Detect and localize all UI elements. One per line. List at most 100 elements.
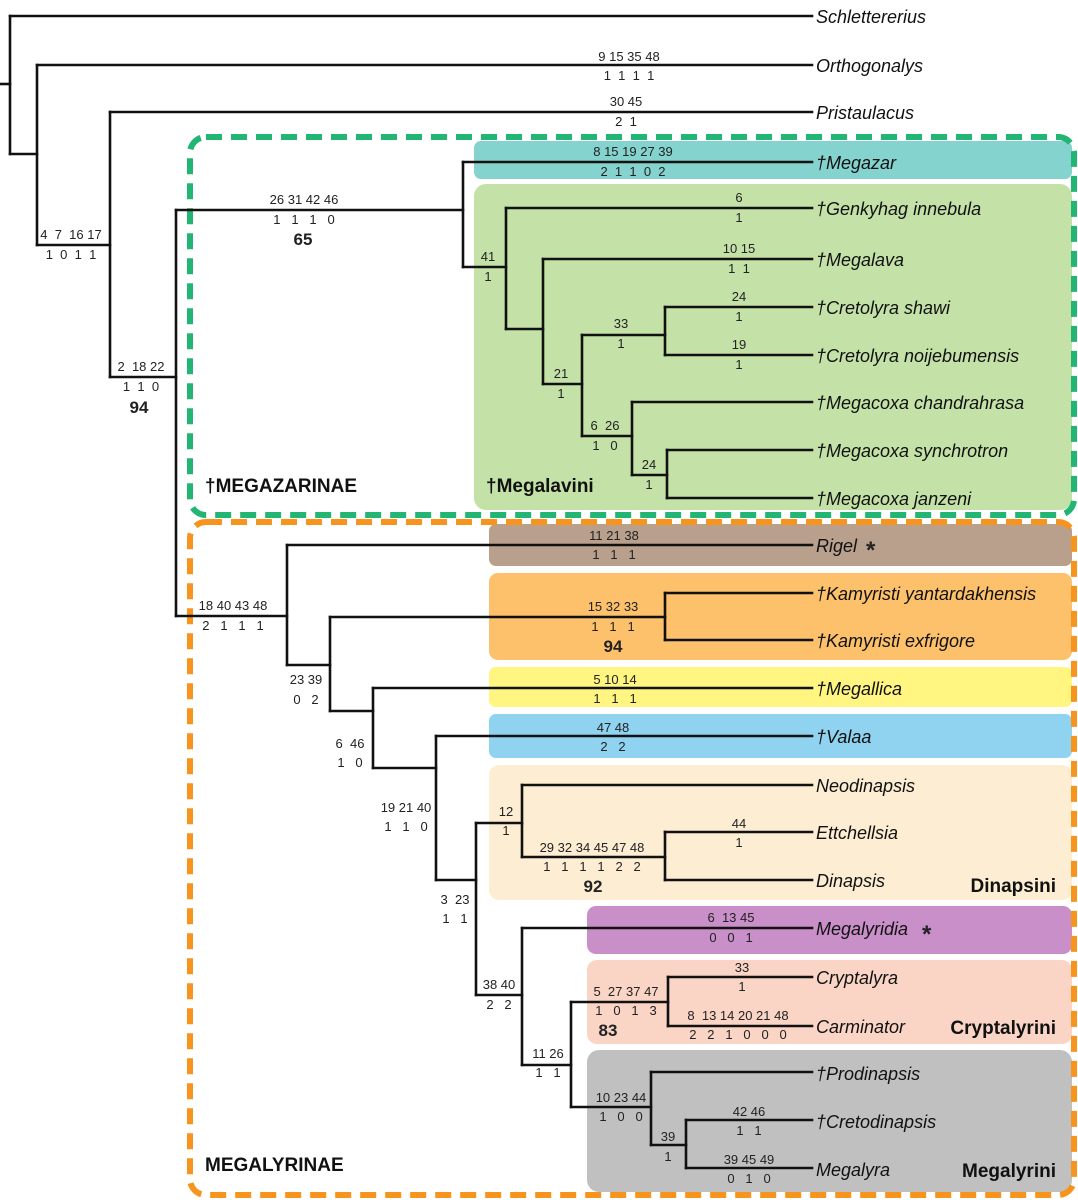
carminator-chars-top: 8 13 14 20 21 48	[687, 1008, 788, 1023]
megalyrinae-box	[187, 519, 1077, 1198]
genkyhag-chars-bottom: 1	[735, 210, 742, 225]
megalyrini-highlight	[587, 1050, 1072, 1192]
node-39-chars-top: 39	[661, 1129, 675, 1144]
megalyrini-chars-top: 10 23 44	[596, 1090, 647, 1105]
taxon-genkyhag-innebula: †Genkyhag innebula	[816, 199, 981, 219]
taxon-cretolyra-shawi: †Cretolyra shawi	[816, 298, 951, 318]
node-3-23-chars-bottom: 1 1	[442, 911, 467, 926]
cryptalyrini-chars-bottom: 1 0 1 3	[595, 1003, 656, 1018]
megalyrini-label: Megalyrini	[962, 1161, 1056, 1182]
megazar-highlight	[474, 141, 1072, 179]
genkyhag-chars-top: 6	[735, 190, 742, 205]
taxon-valaa: †Valaa	[816, 727, 871, 747]
rigel-marker: *	[866, 537, 876, 564]
megalyrinae-label: MEGALYRINAE	[205, 1155, 344, 1176]
carminator-chars-bottom: 2 2 1 0 0 0	[689, 1027, 787, 1042]
kamyristi-chars-top: 15 32 33	[588, 599, 639, 614]
orthogonalys-chars-bottom: 1 1 1 1	[604, 68, 655, 83]
megalava-chars-top: 10 15	[723, 241, 756, 256]
dinapsini-chars-bottom: 1	[502, 823, 509, 838]
node-33-chars-bottom: 1	[617, 336, 624, 351]
node-39-chars-bottom: 1	[664, 1149, 671, 1164]
taxon-megazar: †Megazar	[816, 153, 897, 173]
megalyridia-chars-top: 6 13 45	[708, 910, 755, 925]
cretolyra-noij-chars-bottom: 1	[735, 357, 742, 372]
rigel-chars-bottom: 1 1 1	[592, 547, 635, 562]
taxon-ettchellsia: Ettchellsia	[816, 823, 898, 843]
node-24-chars-bottom: 1	[645, 477, 652, 492]
taxon-kamyristi-yantardakhensis: †Kamyristi yantardakhensis	[816, 584, 1036, 604]
node-19-21-40-chars-bottom: 1 1 0	[384, 819, 427, 834]
node-3-23-chars-top: 3 23	[441, 892, 470, 907]
taxon-neodinapsis: Neodinapsis	[816, 776, 915, 796]
megalava-chars-bottom: 1 1	[728, 261, 750, 276]
cryptalyra-chars-top: 33	[735, 960, 749, 975]
node-21-chars-top: 21	[554, 366, 568, 381]
support-clade-b: 94	[130, 398, 149, 417]
megazar-chars-top: 8 15 19 27 39	[593, 144, 673, 159]
megalyra-chars-top: 39 45 49	[724, 1152, 775, 1167]
taxon-pristaulacus: Pristaulacus	[816, 103, 914, 123]
taxon-cryptalyra: Cryptalyra	[816, 968, 898, 988]
megalavini-label: †Megalavini	[486, 476, 594, 497]
node-6-46-chars-bottom: 1 0	[337, 755, 362, 770]
cryptalyrini-chars-top: 5 27 37 47	[593, 984, 658, 999]
megalavini-highlight	[474, 184, 1072, 510]
megalyridia-chars-bottom: 0 0 1	[709, 930, 752, 945]
taxon-dinapsis: Dinapsis	[816, 871, 885, 891]
megalyrini-chars-bottom: 1 0 0	[599, 1109, 642, 1124]
clade-b-chars-top: 2 18 22	[118, 359, 165, 374]
megalyridia-marker: *	[922, 921, 932, 948]
taxon-schlettererius: Schlettererius	[816, 7, 926, 27]
clade-b-chars-bottom: 1 1 0	[123, 379, 159, 394]
node-6-26-chars-top: 6 26	[591, 418, 620, 433]
ettchellsia-chars-top: 44	[732, 816, 746, 831]
taxon-megacoxa-synchrotron: †Megacoxa synchrotron	[816, 441, 1008, 461]
megalyrinae-chars-top: 18 40 43 48	[199, 598, 268, 613]
pristaulacus-chars-top: 30 45	[610, 94, 643, 109]
cryptalyra-chars-bottom: 1	[738, 979, 745, 994]
valaa-chars-bottom: 2 2	[600, 739, 625, 754]
megalyrinae-chars-bottom: 2 1 1 1	[202, 618, 263, 633]
taxon-cretodinapsis: †Cretodinapsis	[816, 1112, 936, 1132]
node-11-26-chars-bottom: 1 1	[535, 1065, 560, 1080]
support-cryptalyrini: 83	[599, 1021, 618, 1040]
pristaulacus-chars-bottom: 2 1	[615, 114, 637, 129]
valaa-chars-top: 47 48	[597, 720, 630, 735]
taxon-megallica: †Megallica	[816, 679, 902, 699]
node-29-chars-bottom: 1 1 1 1 2 2	[543, 859, 641, 874]
megazarinae-chars-top: 26 31 42 46	[270, 192, 339, 207]
support-megazarinae: 65	[294, 230, 313, 249]
megalavini-chars-top: 41	[481, 249, 495, 264]
cryptalyrini-label: Cryptalyrini	[950, 1018, 1056, 1039]
node-11-26-chars-top: 11 26	[532, 1046, 564, 1061]
taxon-carminator: Carminator	[816, 1017, 906, 1037]
kamyristi-highlight	[489, 573, 1072, 660]
node-21-chars-bottom: 1	[557, 386, 564, 401]
taxon-rigel: Rigel	[816, 536, 858, 556]
taxon-megalyridia: Megalyridia	[816, 919, 908, 939]
megalavini-chars-bottom: 1	[484, 269, 491, 284]
taxon-megacoxa-chandrahrasa: †Megacoxa chandrahrasa	[816, 393, 1024, 413]
character-labels: 9 15 35 48 1 1 1 1 30 45 2 1 4 7 16 17 1…	[40, 49, 788, 1186]
cryptalyrini-highlight	[587, 960, 1072, 1044]
taxon-cretolyra-noijebumensis: †Cretolyra noijebumensis	[816, 346, 1019, 366]
node-29-chars-top: 29 32 34 45 47 48	[540, 840, 645, 855]
cretolyra-shawi-chars-bottom: 1	[735, 309, 742, 324]
orthogonalys-chars-top: 9 15 35 48	[598, 49, 659, 64]
tree-branches	[0, 14, 814, 1170]
megazar-chars-bottom: 2 1 1 0 2	[600, 164, 665, 179]
dinapsini-chars-top: 12	[499, 804, 513, 819]
clade-a-chars-top: 4 7 16 17	[40, 227, 101, 242]
cretodinapsis-chars-bottom: 1 1	[736, 1123, 761, 1138]
node-24-chars-top: 24	[642, 457, 656, 472]
support-kamyristi: 94	[604, 637, 623, 656]
node-38-40-chars-top: 38 40	[483, 977, 516, 992]
cretolyra-shawi-chars-top: 24	[732, 289, 746, 304]
node-19-21-40-chars-top: 19 21 40	[381, 800, 432, 815]
taxon-kamyristi-exfrigore: †Kamyristi exfrigore	[816, 631, 975, 651]
ettchellsia-chars-bottom: 1	[735, 835, 742, 850]
taxon-prodinapsis: †Prodinapsis	[816, 1064, 920, 1084]
